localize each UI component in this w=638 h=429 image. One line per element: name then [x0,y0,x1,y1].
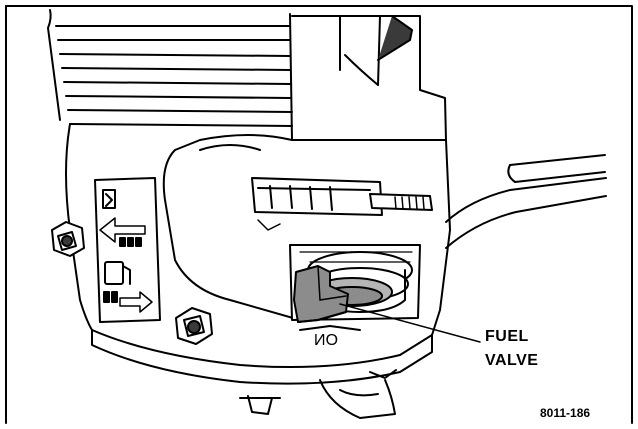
choke-lever [251,177,433,231]
figure-number: 8011-186 [540,406,591,420]
callout-label-line1: FUEL [485,328,529,345]
callout-label-line2: VALVE [485,352,539,369]
bottom-fittings [239,369,397,419]
carburetor-block [291,15,447,141]
valve-base-line [299,325,361,331]
frame-border [5,5,633,424]
valve-on-text: ON [314,332,338,349]
fuel-line-hose [445,154,607,249]
callout-leader-line [339,303,481,343]
decal-panel [94,177,161,323]
fuel-tank-ribs [47,9,293,141]
fuel-valve-lever [293,265,349,323]
mounting-nut-bottom [175,307,213,345]
mounting-nut-left [51,221,85,257]
valve-on-mark: ON [314,332,338,349]
